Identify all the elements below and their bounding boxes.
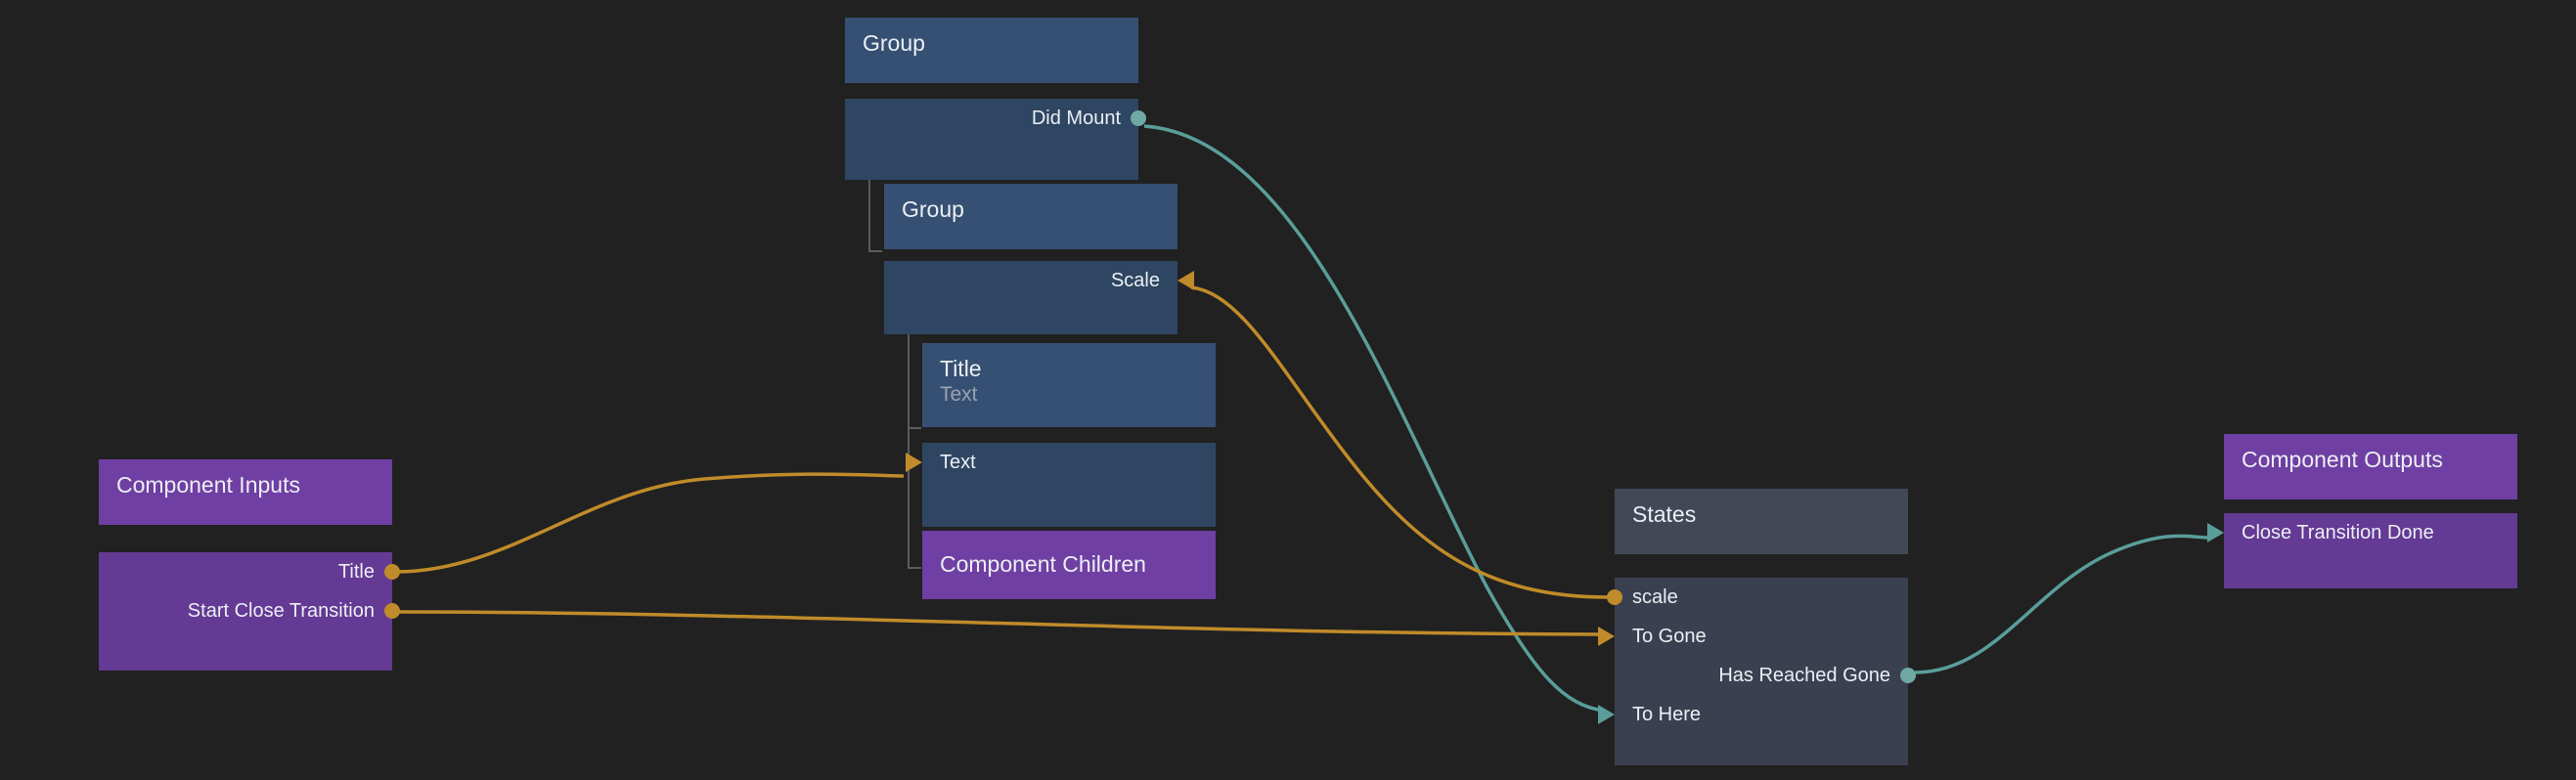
port-arrow-to-gone[interactable] <box>1598 627 1615 646</box>
node-header: Group <box>884 184 1177 249</box>
port-row-title[interactable]: Title <box>99 552 400 591</box>
port-row-start-close-transition[interactable]: Start Close Transition <box>99 591 400 630</box>
node-group-outer[interactable]: Group Did Mount <box>845 18 1146 180</box>
node-states[interactable]: States scale To Gone Has Reached Gone To… <box>1598 489 1916 765</box>
node-component-children[interactable]: Component Children <box>922 531 1216 599</box>
port-row-text[interactable]: Text <box>906 443 1216 482</box>
node-header: Component Children <box>922 531 1216 599</box>
node-title: Component Children <box>940 551 1146 578</box>
node-body: Scale <box>884 261 1194 334</box>
tree-bracket-inner-children <box>908 567 921 569</box>
edge-has-reached-gone-to-close-done <box>1914 534 2209 674</box>
port-label: Has Reached Gone <box>1718 664 1890 686</box>
node-title: Component Inputs <box>116 472 300 498</box>
port-arrow-close-transition-done[interactable] <box>2207 523 2224 542</box>
port-label: Did Mount <box>1031 107 1121 129</box>
port-label: Start Close Transition <box>187 599 375 622</box>
port-arrow-text[interactable] <box>906 453 922 472</box>
node-title: Group <box>863 30 925 56</box>
tree-bracket-outer-horizontal <box>868 250 882 252</box>
port-dot-title[interactable] <box>384 564 400 580</box>
node-header: Component Inputs <box>99 459 392 525</box>
port-arrow-scale[interactable] <box>1177 271 1194 290</box>
node-group-inner[interactable]: Group Scale <box>884 184 1194 334</box>
port-row-has-reached-gone[interactable]: Has Reached Gone <box>1615 656 1916 695</box>
node-header: States <box>1615 489 1908 554</box>
port-dot-scale[interactable] <box>1607 589 1622 605</box>
port-label: Text <box>940 451 976 473</box>
port-label: To Gone <box>1632 625 1707 647</box>
port-label: Close Transition Done <box>2242 521 2434 543</box>
node-body: Did Mount <box>845 99 1146 180</box>
node-title: Group <box>902 196 964 222</box>
port-row-to-gone[interactable]: To Gone <box>1598 617 1908 656</box>
port-dot-has-reached-gone[interactable] <box>1900 668 1916 683</box>
node-body: scale To Gone Has Reached Gone To Here <box>1598 578 1916 765</box>
port-row-to-here[interactable]: To Here <box>1598 695 1908 734</box>
node-title: Title <box>940 356 982 381</box>
tree-bracket-outer-vertical <box>868 168 870 252</box>
node-title: Component Outputs <box>2242 447 2443 472</box>
port-dot-start-close-transition[interactable] <box>384 603 400 619</box>
port-row-close-transition-done[interactable]: Close Transition Done <box>2207 513 2517 552</box>
node-title: States <box>1632 501 1697 527</box>
node-component-inputs[interactable]: Component Inputs Title Start Close Trans… <box>99 459 400 671</box>
port-row-scale-state[interactable]: scale <box>1607 578 1908 617</box>
node-header: Group <box>845 18 1138 83</box>
edge-title-to-text <box>395 472 905 574</box>
node-body: Close Transition Done <box>2207 513 2517 588</box>
node-title-element[interactable]: Title Text Text <box>906 343 1216 527</box>
edge-start-close-to-gone <box>395 610 1600 636</box>
node-body: Title Start Close Transition <box>99 552 400 671</box>
edge-scale-to-scale <box>1190 285 1609 599</box>
tree-bracket-inner-title <box>908 427 921 429</box>
port-dot-did-mount[interactable] <box>1131 110 1146 126</box>
port-arrow-to-here[interactable] <box>1598 705 1615 724</box>
port-label: scale <box>1632 585 1678 608</box>
port-row-scale[interactable]: Scale <box>884 261 1194 300</box>
node-body: Text <box>906 443 1216 527</box>
port-label: Scale <box>1110 269 1160 291</box>
port-label: To Here <box>1632 703 1702 725</box>
tree-bracket-inner-vertical <box>908 326 910 569</box>
node-header: Component Outputs <box>2224 434 2517 499</box>
node-header: Title Text <box>922 343 1216 427</box>
port-label: Title <box>337 560 375 583</box>
node-component-outputs[interactable]: Component Outputs Close Transition Done <box>2207 434 2517 588</box>
node-subtitle: Text <box>940 383 978 407</box>
port-row-did-mount[interactable]: Did Mount <box>845 99 1146 138</box>
